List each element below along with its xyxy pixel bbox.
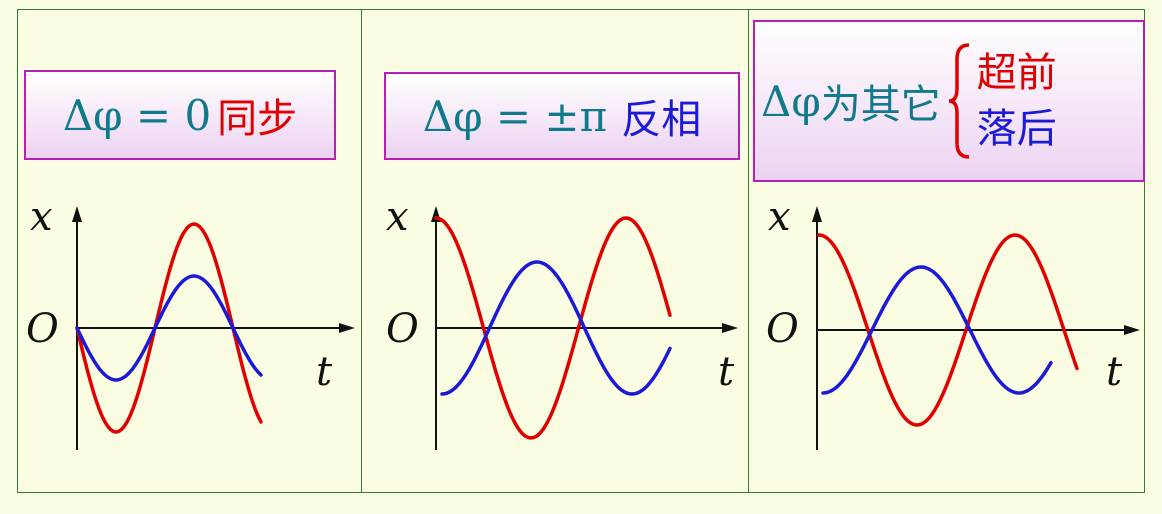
x-axis-arrow-icon-2 (1124, 325, 1140, 335)
left-brace-icon (948, 43, 969, 159)
origin-label-1: O (386, 306, 419, 352)
option-lagging: 落后 (976, 106, 1057, 152)
wave-0-series-0 (75, 222, 263, 434)
formula-delta-phi-pi: Δφ = ±π (422, 91, 608, 141)
label-in-phase-text: 同步 (217, 96, 298, 142)
wave-1-series-1 (440, 260, 672, 396)
label-other-text: 为其它 (820, 82, 941, 128)
x-axis-label-0: t (316, 349, 333, 395)
options-stack: 超前 落后 (977, 45, 1057, 157)
option-leading: 超前 (976, 50, 1057, 96)
x-axis-arrow-icon-1 (722, 323, 738, 333)
options-group: 超前 落后 (941, 41, 1057, 161)
panel-divider-2 (748, 9, 749, 493)
label-box-in-phase: Δφ = 0 同步 (24, 70, 336, 160)
x-axis-label-2: t (1106, 349, 1123, 395)
x-axis-label-1: t (718, 349, 735, 395)
formula-delta-phi-zero: Δφ = 0 (62, 90, 212, 140)
outer-frame (17, 9, 1145, 493)
formula-delta-phi: Δφ (761, 76, 821, 126)
label-box-antiphase: Δφ = ±π 反相 (384, 72, 740, 160)
panel-divider-1 (361, 9, 362, 493)
y-axis-arrow-icon-2 (812, 206, 822, 222)
wave-0-series-1 (75, 274, 263, 382)
origin-label-0: O (26, 306, 59, 352)
y-axis-label-2: x (768, 194, 791, 240)
wave-2-series-1 (821, 265, 1053, 395)
label-antiphase-text: 反相 (621, 97, 702, 143)
origin-label-2: O (766, 306, 799, 352)
label-box-other-phase: Δφ 为其它 超前 落后 (753, 20, 1145, 182)
y-axis-label-0: x (30, 194, 53, 240)
x-axis-arrow-icon-0 (339, 323, 355, 333)
wave-1-series-0 (434, 216, 672, 440)
y-axis-label-1: x (386, 194, 409, 240)
wave-2-series-0 (817, 233, 1079, 427)
y-axis-arrow-icon-0 (72, 206, 82, 222)
